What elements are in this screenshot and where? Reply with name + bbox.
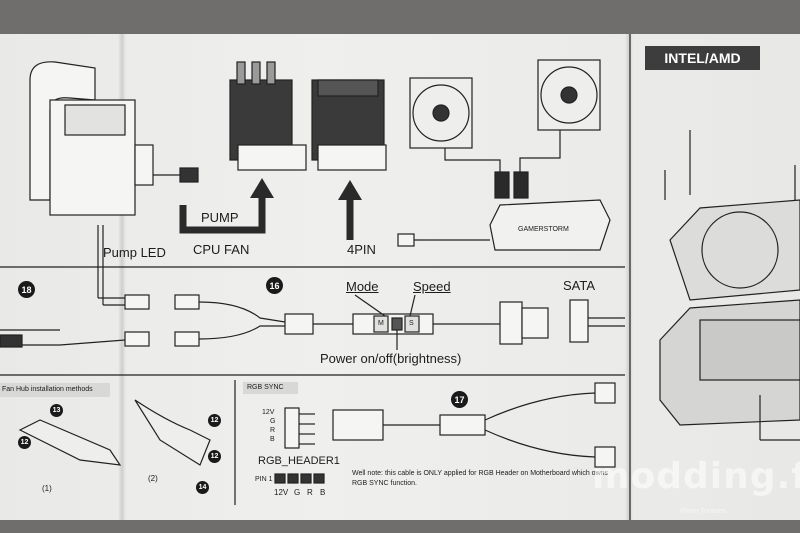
watermark-logo: modding.fr <box>592 456 800 497</box>
pin1-label: PIN 1 <box>255 476 273 483</box>
mode-button-label: M <box>378 320 384 327</box>
pin-12v-label: 12V <box>262 409 275 416</box>
pump-led-label: Pump LED <box>103 245 166 260</box>
step-18-badge: 18 <box>18 281 35 298</box>
pin-b-label: B <box>270 436 275 443</box>
hub-brand-label: GAMERSTORM <box>518 226 569 233</box>
sata-label: SATA <box>563 278 596 293</box>
row-b-label: B <box>320 488 326 497</box>
row-r-label: R <box>307 488 313 497</box>
method-2-label: (2) <box>148 474 158 483</box>
fan-hub-title: Fan Hub installation methods <box>2 386 93 393</box>
pin-g-label: G <box>270 418 276 425</box>
row-g-label: G <box>294 488 301 497</box>
step-12-badge: 12 <box>18 436 31 449</box>
speed-label: Speed <box>413 279 451 294</box>
method-1-label: (1) <box>42 484 52 493</box>
row-12v-label: 12V <box>274 488 289 497</box>
step-13-badge: 13 <box>50 404 63 417</box>
step-14-badge: 14 <box>196 481 209 494</box>
step-17-badge: 17 <box>451 391 468 408</box>
intel-amd-banner: INTEL/AMD <box>645 46 760 70</box>
step-16-badge: 16 <box>266 277 283 294</box>
pin-r-label: R <box>270 427 276 434</box>
rgb-note: Well note: this cable is ONLY applied fo… <box>352 470 609 487</box>
fold-crease <box>118 34 126 520</box>
rgb-header-label: RGB_HEADER1 <box>258 455 340 467</box>
cpu-fan-label: CPU FAN <box>193 242 250 257</box>
watermark-credit: Photo Tunisien <box>680 508 727 515</box>
power-label: Power on/off(brightness) <box>320 351 462 366</box>
rgb-sync-title: RGB SYNC <box>247 384 284 391</box>
pump-label: PUMP <box>201 210 239 225</box>
four-pin-label: 4PIN <box>347 242 376 257</box>
speed-button-label: S <box>409 320 414 327</box>
mode-label: Mode <box>346 279 379 294</box>
fold-crease <box>625 34 633 520</box>
step-12-badge: 12 <box>208 450 221 463</box>
step-12-badge: 12 <box>208 414 221 427</box>
